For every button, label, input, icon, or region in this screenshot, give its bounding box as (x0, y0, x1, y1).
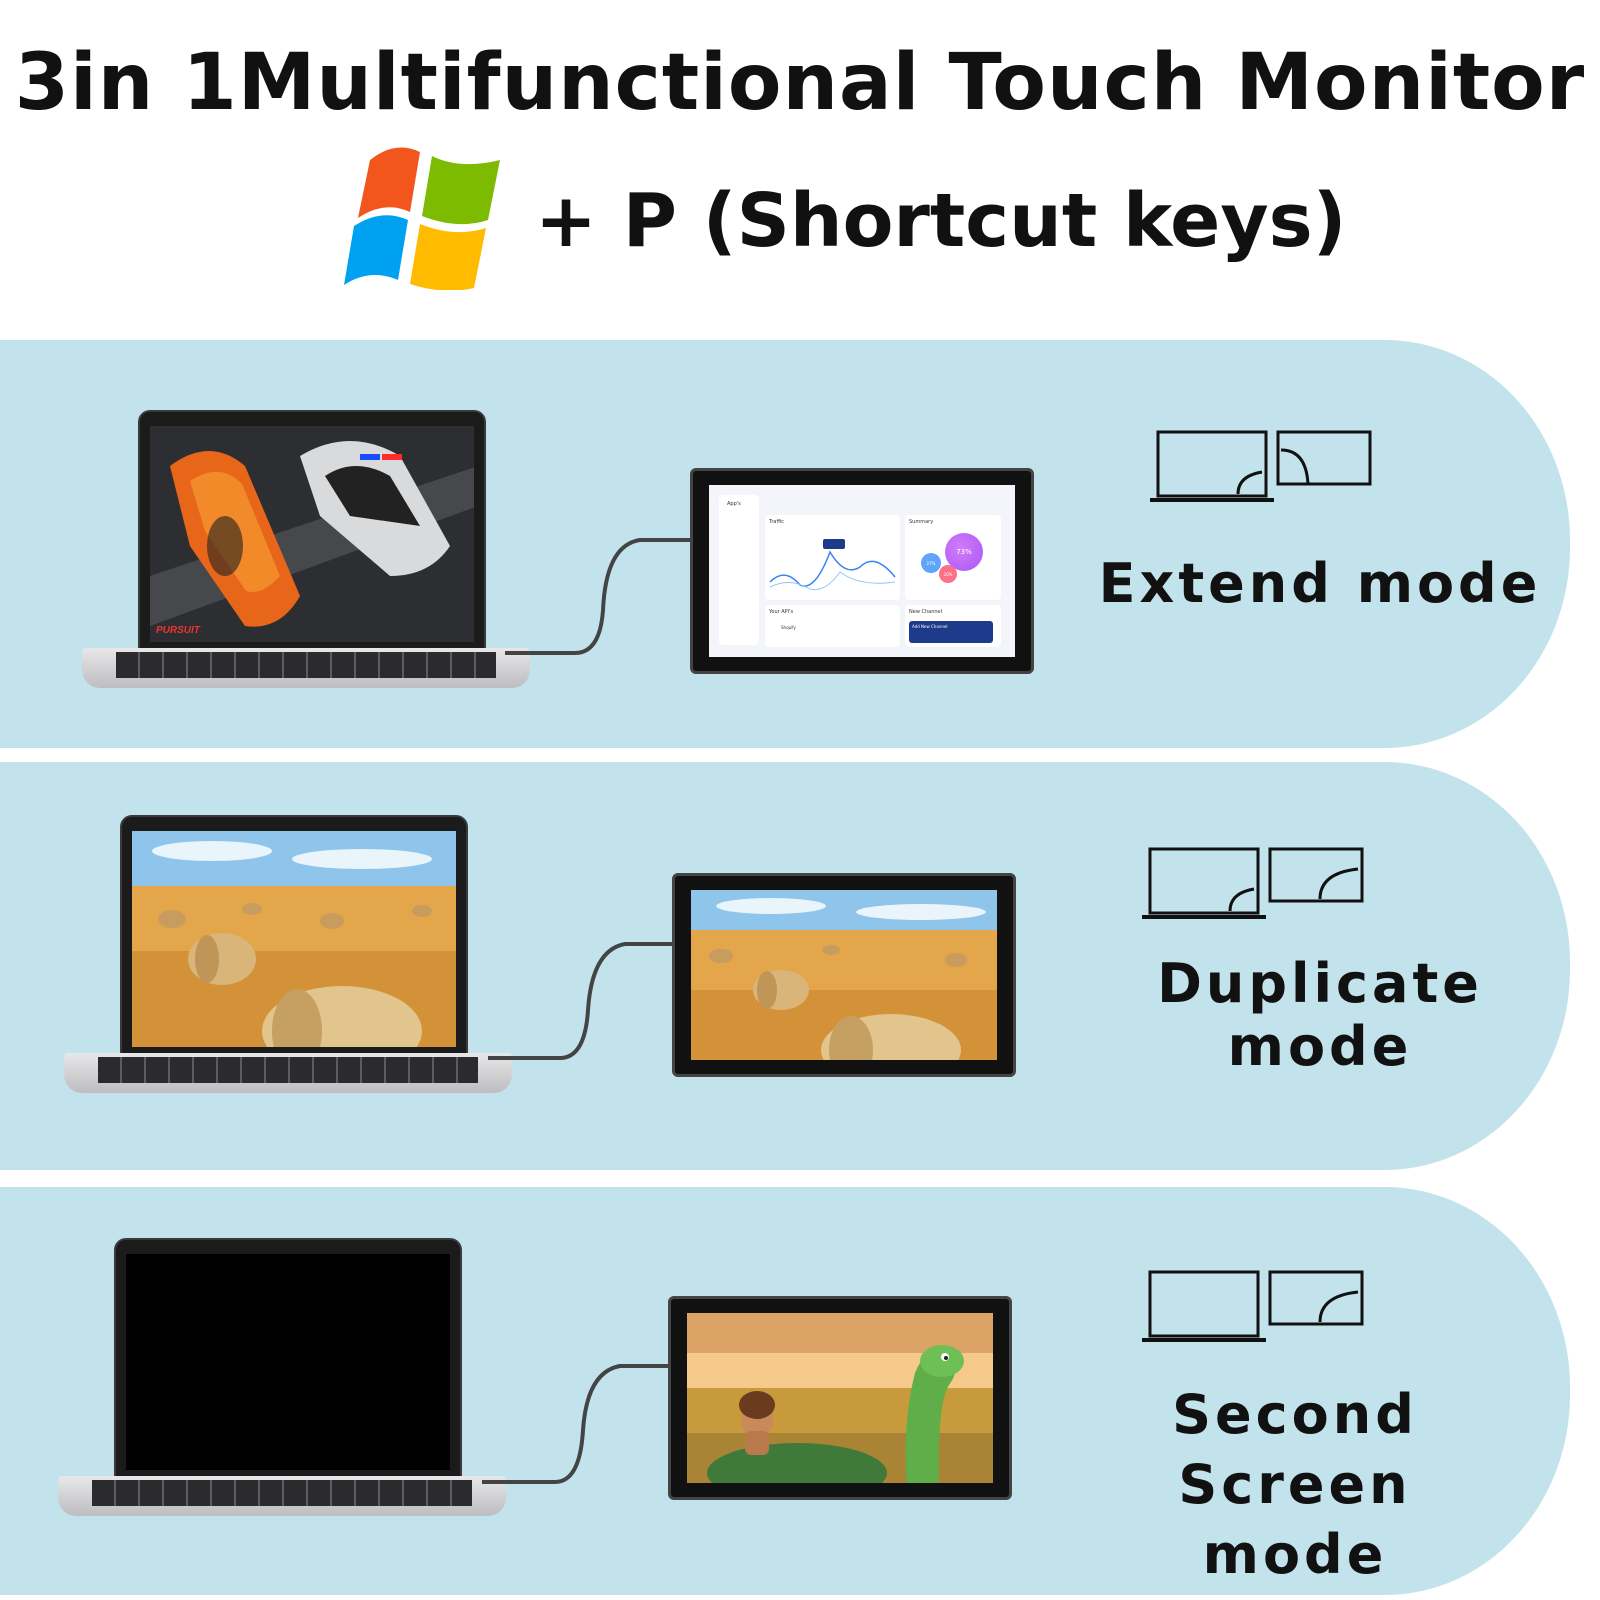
shortcut-keys-text: + P (Shortcut keys) (535, 178, 1347, 264)
monitor-extend: App's Traffic Summary 73% 27% 20% Your A… (690, 468, 1034, 674)
black-laptop-screen (126, 1254, 450, 1470)
pie-main: 73% (945, 533, 983, 571)
hay-field-screen-laptop (132, 831, 456, 1047)
apis-label: Your API's (769, 609, 794, 615)
windows-logo-icon (344, 147, 500, 290)
laptop-extend: PURSUIT (82, 410, 542, 710)
pie-minor-a: 27% (921, 553, 941, 573)
traffic-label: Traffic (769, 519, 785, 525)
shopify-label: Shopify (781, 625, 796, 630)
racing-game-screen: PURSUIT (150, 426, 474, 642)
page-title: 3in 1Multifunctional Touch Monitor (14, 38, 1586, 128)
second-screen-label-line2: mode (1202, 1523, 1388, 1586)
extend-mode-icon (1150, 430, 1372, 502)
pie-main-value: 73% (956, 548, 972, 556)
dinosaur-scene-screen (687, 1313, 993, 1483)
duplicate-mode-label: Duplicate mode (1157, 952, 1483, 1078)
second-screen-mode-label: Second Screen mode (1055, 1380, 1535, 1590)
laptop-second-screen (58, 1238, 518, 1538)
monitor-second-screen (668, 1296, 1012, 1500)
dashboard-nav-title: App's (727, 501, 741, 507)
pie-minor-b: 20% (939, 565, 957, 583)
laptop-duplicate (64, 815, 524, 1115)
game-logo: PURSUIT (156, 625, 200, 636)
traffic-line-chart (769, 539, 896, 591)
extend-mode-label: Extend mode (1098, 552, 1542, 615)
dashboard-screen: App's Traffic Summary 73% 27% 20% Your A… (709, 485, 1015, 657)
monitor-duplicate (672, 873, 1016, 1077)
add-channel-button[interactable]: Add New Channel (909, 621, 993, 643)
hay-field-screen-monitor (691, 890, 997, 1060)
second-screen-mode-icon (1142, 1270, 1364, 1342)
channel-label: New Channel (909, 609, 943, 615)
duplicate-mode-icon (1142, 847, 1364, 919)
summary-label: Summary (909, 519, 934, 525)
second-screen-label-line1: Second Screen (1172, 1383, 1418, 1516)
